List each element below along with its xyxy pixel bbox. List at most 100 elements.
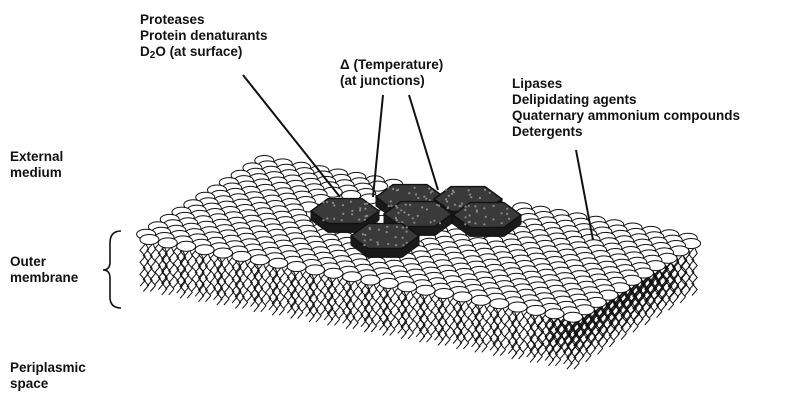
protein-stipple [451,193,453,195]
protein-stipple [430,221,432,223]
temperature-line-1: Δ (Temperature) [340,57,443,73]
protein-stipple [376,241,378,243]
lipid-head [177,241,196,251]
protein-stipple [342,204,344,206]
protein-stipple [322,201,324,203]
proteases-label: Proteases [140,12,268,28]
protein-stipple [402,244,404,246]
protein-stipple [406,242,408,244]
protein-stipple [469,194,471,196]
delipidating-agents-label: Delipidating agents [512,92,740,108]
protein-stipple [400,209,402,211]
lipid-head [306,265,325,275]
protein-stipple [396,207,398,209]
protein-stipple [479,197,481,199]
lipid-head [343,272,362,282]
protein-denaturants-label: Protein denaturants [140,28,268,44]
protein-stipple [396,189,398,191]
protein-stipple [436,204,438,206]
protein-stipple [453,191,455,193]
protein-stipple [388,205,390,207]
protein-stipple [468,221,470,223]
protein-stipple [492,218,494,220]
protein-stipple [469,214,471,216]
protein-stipple [506,208,508,210]
protein-stipple [363,244,365,246]
lipid-head [324,268,343,278]
protein-stipple [464,209,466,211]
protein-stipple [369,227,371,229]
protein-stipple [438,205,440,207]
protein-stipple [493,205,495,207]
protein-stipple [378,229,380,231]
protein-stipple [387,187,389,189]
protein-stipple [417,197,419,199]
lipid-tail [140,238,145,286]
protein-stipple [390,205,392,207]
protein-stipple [364,208,366,210]
protein-stipple [402,227,404,229]
protein-stipple [421,206,423,208]
protein-stipple [415,193,417,195]
periplasmic-space-label: Periplasmic space [10,360,86,392]
protein-stipple [408,192,410,194]
protein-stipple [464,223,466,225]
protein-stipple [465,206,467,208]
protein-stipple [406,231,408,233]
protein-stipple [430,191,432,193]
protein-stipple [364,234,366,236]
protein-stipple [428,188,430,190]
protein-stipple [408,214,410,216]
protein-stipple [392,188,394,190]
protein-stipple [468,205,470,207]
protein-stipple [483,207,485,209]
protein-stipple [439,222,441,224]
protein-stipple [351,213,353,215]
temperature-line-2: (at junctions) [340,73,443,89]
protein-stipple [333,218,335,220]
lipid-head [416,285,435,295]
protein-stipple [386,231,388,233]
protein-stipple [403,211,405,213]
protein-stipple [423,196,425,198]
protein-stipple [483,223,485,225]
protein-stipple [448,195,450,197]
protein-stipple [508,218,510,220]
top-agents-label: Proteases Protein denaturants D2O (at su… [140,12,268,60]
protein-stipple [489,192,491,194]
protein-stipple [395,236,397,238]
detergents-label: Detergents [512,124,740,140]
protein-stipple [484,189,486,191]
protein-stipple [405,204,407,206]
protein-stipple [386,226,388,228]
protein-stipple [426,208,428,210]
quaternary-ammonium-label: Quaternary ammonium compounds [512,108,740,124]
protein-stipple [333,204,335,206]
lipid-head [158,238,177,248]
lipid-head [214,248,233,258]
protein-stipple [465,216,467,218]
protein-stipple [326,217,328,219]
protein-stipple [461,202,463,204]
protein-stipple [412,217,414,219]
lipid-head [232,251,251,261]
protein-stipple [364,215,366,217]
lipid-head [195,245,214,255]
protein-stipple [350,201,352,203]
protein-stipple [445,189,447,191]
lipid-head [287,262,306,272]
lipid-head [398,282,417,292]
protein-stipple [358,219,360,221]
protein-stipple [341,219,343,221]
protein-stipple [470,196,472,198]
protein-stipple [468,189,470,191]
protein-stipple [390,200,392,202]
protein-stipple [485,216,487,218]
membrane-brace-icon [103,231,121,308]
protein-stipple [366,203,368,205]
protein-stipple [474,222,476,224]
protein-stipple [409,204,411,206]
protein-stipple [359,207,361,209]
protein-stipple [476,211,478,213]
protein-stipple [351,210,353,212]
